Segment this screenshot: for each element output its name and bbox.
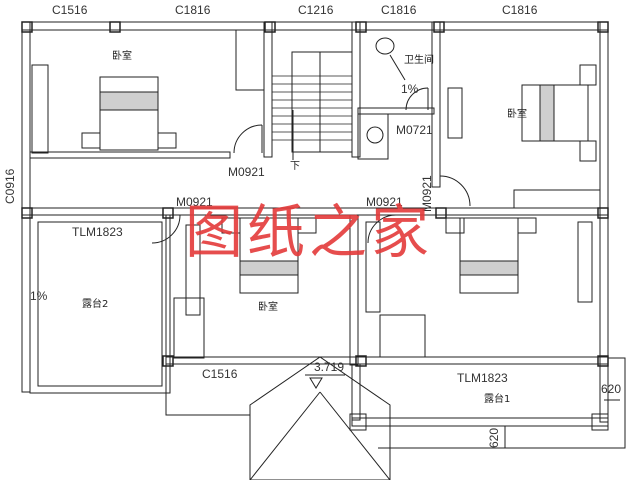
bath-slope-label: 1% [401, 82, 419, 96]
window-label-c0916: C0916 [3, 168, 17, 204]
window-label-c1216: C1216 [298, 3, 334, 17]
window-label-c1516-top: C1516 [52, 3, 88, 17]
wall-left [21, 21, 31, 393]
watermark-text: 图纸之家 [185, 198, 434, 266]
window-label-c1516-bottom: C1516 [202, 367, 238, 381]
door-label-m0921-se: M0921 [366, 195, 403, 209]
window-label-c1816-top-1: C1816 [175, 3, 211, 17]
terrace2-slope-label: 1% [30, 289, 48, 303]
dimension-right-label: 620 [601, 382, 622, 396]
door-label-m0721: M0721 [396, 123, 433, 137]
door-label-m0921-mid: M0921 [176, 195, 213, 209]
room-label-bedroom-mid: 卧室 [258, 302, 278, 313]
door-label-tlm1823-terrace1: TLM1823 [457, 371, 508, 385]
wall-right [599, 21, 609, 423]
wall-nw-bedroom-bottom [29, 151, 231, 159]
window-label-c1816-top-3: C1816 [502, 3, 538, 17]
stair-down-label: 下 [290, 161, 300, 172]
room-label-terrace-1: 露台1 [484, 394, 511, 405]
room-label-bathroom: 卫生间 [404, 55, 434, 66]
room-label-bedroom-nw: 卧室 [112, 51, 132, 62]
elevation-label: 3.719 [314, 360, 345, 374]
room-label-bedroom-ne: 卧室 [507, 109, 527, 120]
room-label-terrace-2: 露台2 [82, 299, 109, 310]
door-label-tlm1823-terrace2: TLM1823 [72, 225, 123, 239]
window-label-c1816-top-2: C1816 [381, 3, 417, 17]
door-label-m0921-nw: M0921 [228, 165, 265, 179]
dimension-bottom-label: 620 [487, 427, 501, 448]
